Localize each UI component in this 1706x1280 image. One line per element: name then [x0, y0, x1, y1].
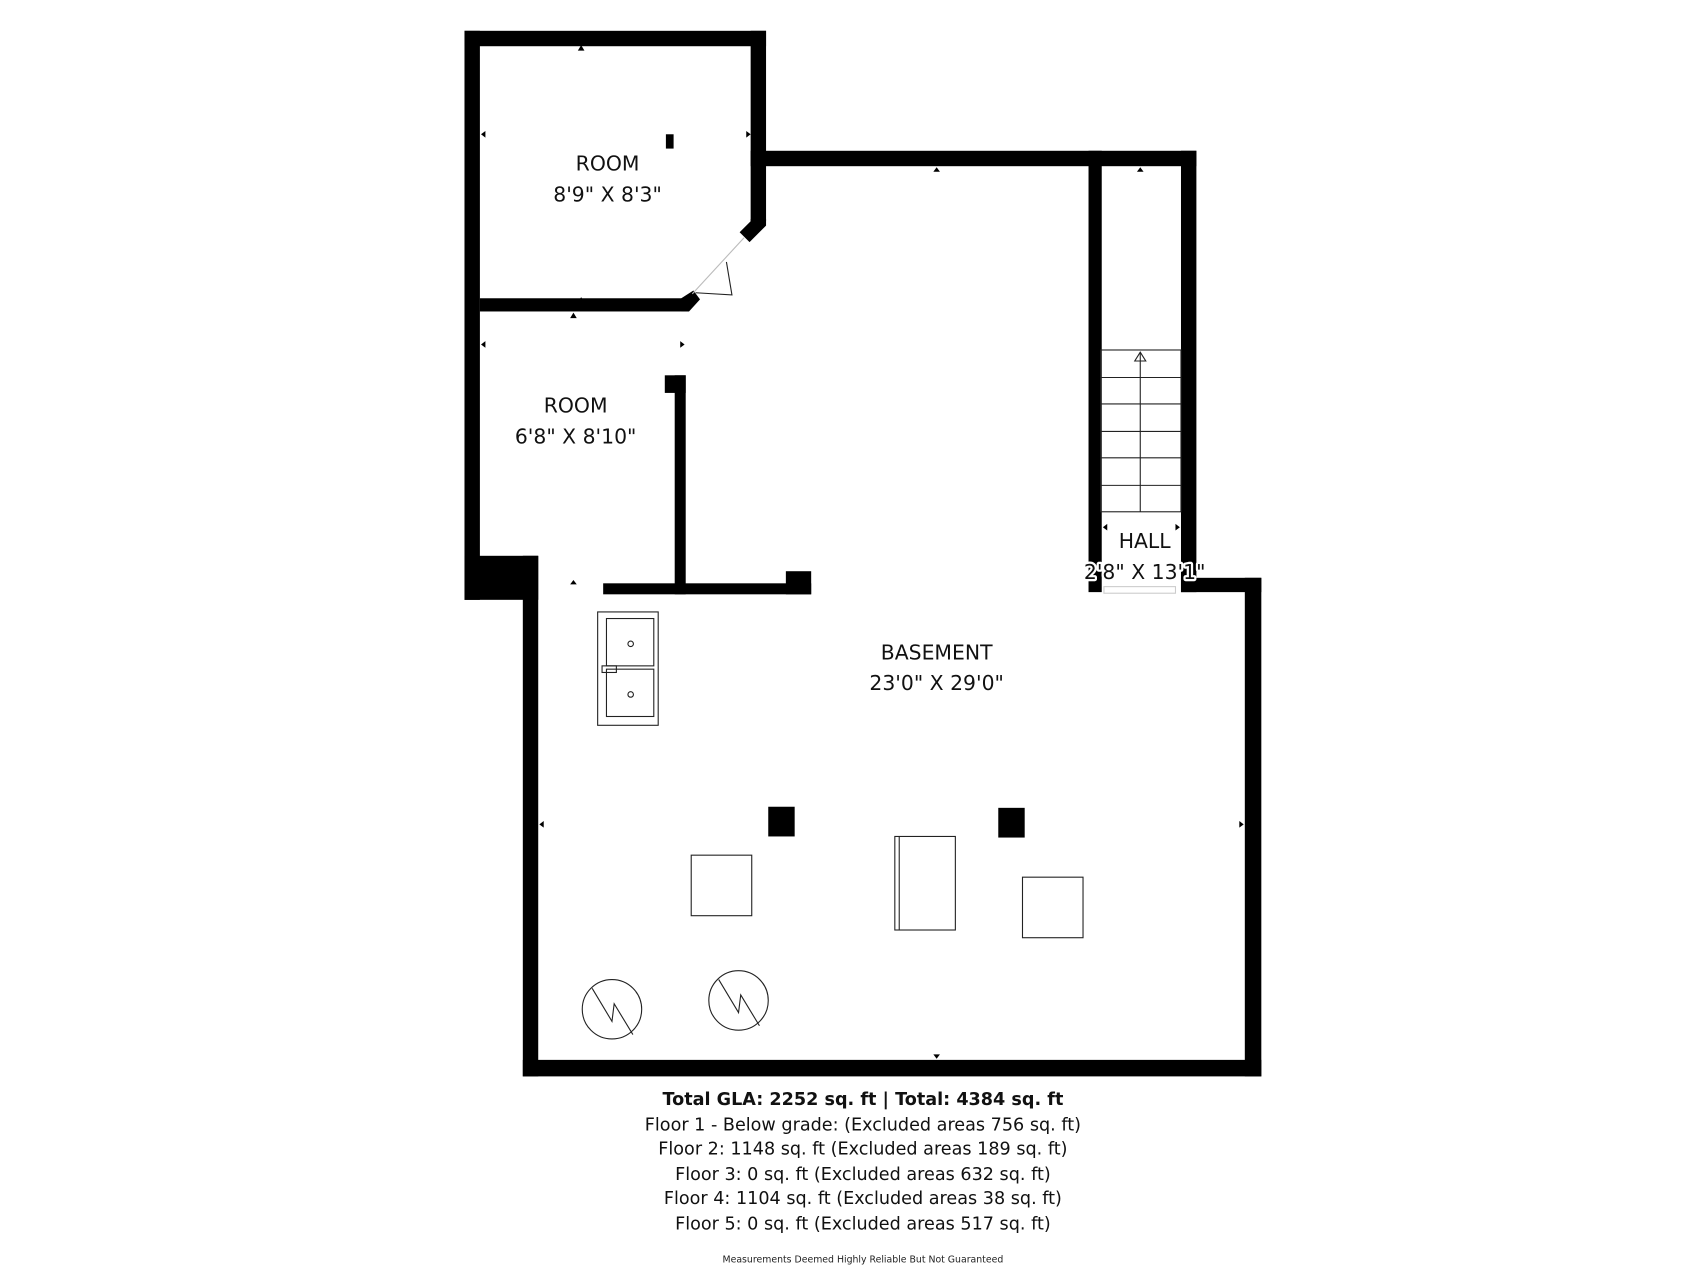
water-heater-icon	[708, 970, 769, 1031]
dimension-markers	[480, 45, 1244, 1059]
stairs	[1100, 349, 1182, 513]
door-swing	[691, 237, 745, 296]
column	[768, 806, 795, 837]
hall-name: HALL	[1119, 529, 1172, 553]
room-2-dimensions: 6'8" X 8'10"	[515, 425, 637, 449]
basement-dimensions: 23'0" X 29'0"	[869, 671, 1004, 695]
hall-doorway	[1103, 586, 1177, 594]
walls	[464, 30, 1262, 1077]
total-area: Total GLA: 2252 sq. ft | Total: 4384 sq.…	[662, 1090, 1063, 1110]
basement-name: BASEMENT	[881, 640, 993, 664]
column	[998, 807, 1025, 838]
disclaimer: Measurements Deemed Highly Reliable But …	[723, 1254, 1004, 1265]
laundry-sink	[597, 611, 659, 726]
appliance-box	[1021, 876, 1084, 939]
floor-1-area: Floor 1 - Below grade: (Excluded areas 7…	[645, 1115, 1081, 1135]
appliance-box	[690, 854, 753, 917]
floor-3-area: Floor 3: 0 sq. ft (Excluded areas 632 sq…	[675, 1165, 1051, 1185]
water-heater-icon	[581, 978, 643, 1040]
room-1-name: ROOM	[576, 152, 640, 176]
room-2-name: ROOM	[544, 394, 608, 418]
floor-2-area: Floor 2: 1148 sq. ft (Excluded areas 189…	[658, 1140, 1067, 1160]
stair-up-arrow-icon	[1133, 351, 1147, 362]
room-1-dimensions: 8'9" X 8'3"	[553, 182, 662, 206]
appliance-box	[894, 835, 956, 931]
hall-dimensions: 2'8" X 13'1"	[1084, 560, 1206, 584]
floor-4-area: Floor 4: 1104 sq. ft (Excluded areas 38 …	[664, 1189, 1062, 1209]
column-small	[665, 134, 674, 149]
floor-5-area: Floor 5: 0 sq. ft (Excluded areas 517 sq…	[675, 1214, 1051, 1234]
area-summary: Total GLA: 2252 sq. ft | Total: 4384 sq.…	[645, 1090, 1081, 1265]
